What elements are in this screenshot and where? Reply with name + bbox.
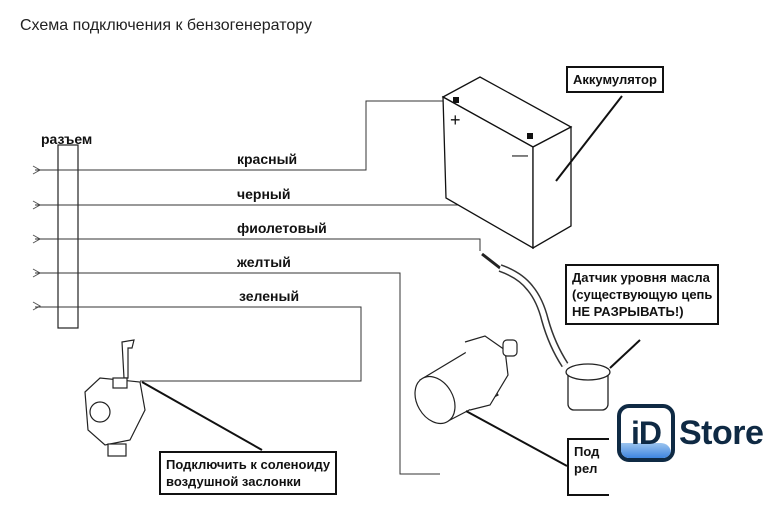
wire-arrow-icon xyxy=(32,301,42,311)
wire-label-red: красный xyxy=(237,151,298,167)
starter-leader-line xyxy=(465,410,568,467)
wire-arrows xyxy=(32,165,42,311)
wire-violet xyxy=(35,238,481,251)
callout-line: Датчик уровня масла xyxy=(572,270,710,285)
connector-block xyxy=(57,144,79,329)
oil-sensor-leader-line xyxy=(609,339,641,369)
oil-sensor-callout: Датчик уровня масла (существующую цепь Н… xyxy=(565,264,720,325)
diagram-title: Схема подключения к бензогенератору xyxy=(20,17,312,34)
starter-callout: Под рел xyxy=(567,438,609,496)
battery-minus-sign: — xyxy=(512,147,528,164)
wire-label-green: зеленый xyxy=(239,288,300,304)
callout-line: НЕ РАЗРЫВАТЬ!) xyxy=(572,304,684,319)
idstore-logo-icon: iD xyxy=(617,404,675,462)
wire-label-yellow: желтый xyxy=(237,254,291,270)
idstore-watermark: iD Store xyxy=(617,404,764,462)
battery-terminal-minus xyxy=(527,133,533,139)
starter-motor-illustration xyxy=(414,335,518,425)
battery-callout-text: Аккумулятор xyxy=(573,72,657,87)
oil-sensor-illustration xyxy=(481,252,611,411)
battery-illustration xyxy=(441,76,573,250)
carburetor-illustration xyxy=(84,339,146,457)
wire-label-violet: фиолетовый xyxy=(237,220,327,236)
battery-plus-sign: + xyxy=(450,110,461,130)
carburetor-leader-line xyxy=(141,381,263,451)
connector-label: разъем xyxy=(41,131,93,147)
wire-label-black: черный xyxy=(237,186,291,202)
callout-line: рел xyxy=(574,461,598,476)
callout-line: воздушной заслонки xyxy=(166,474,302,489)
callout-line: Под xyxy=(574,444,600,459)
carburetor-callout: Подключить к соленоиду воздушной заслонк… xyxy=(159,451,338,495)
battery-terminal-plus xyxy=(453,97,459,103)
wire-yellow xyxy=(35,272,440,475)
wire-green xyxy=(35,306,362,382)
idstore-brand-text: Store xyxy=(679,413,764,452)
callout-line: Подключить к соленоиду xyxy=(166,457,331,472)
callout-line: (существующую цепь xyxy=(572,287,713,302)
wire-red xyxy=(35,100,452,171)
battery-leader-line xyxy=(555,95,623,182)
battery-callout: Аккумулятор xyxy=(566,66,664,93)
